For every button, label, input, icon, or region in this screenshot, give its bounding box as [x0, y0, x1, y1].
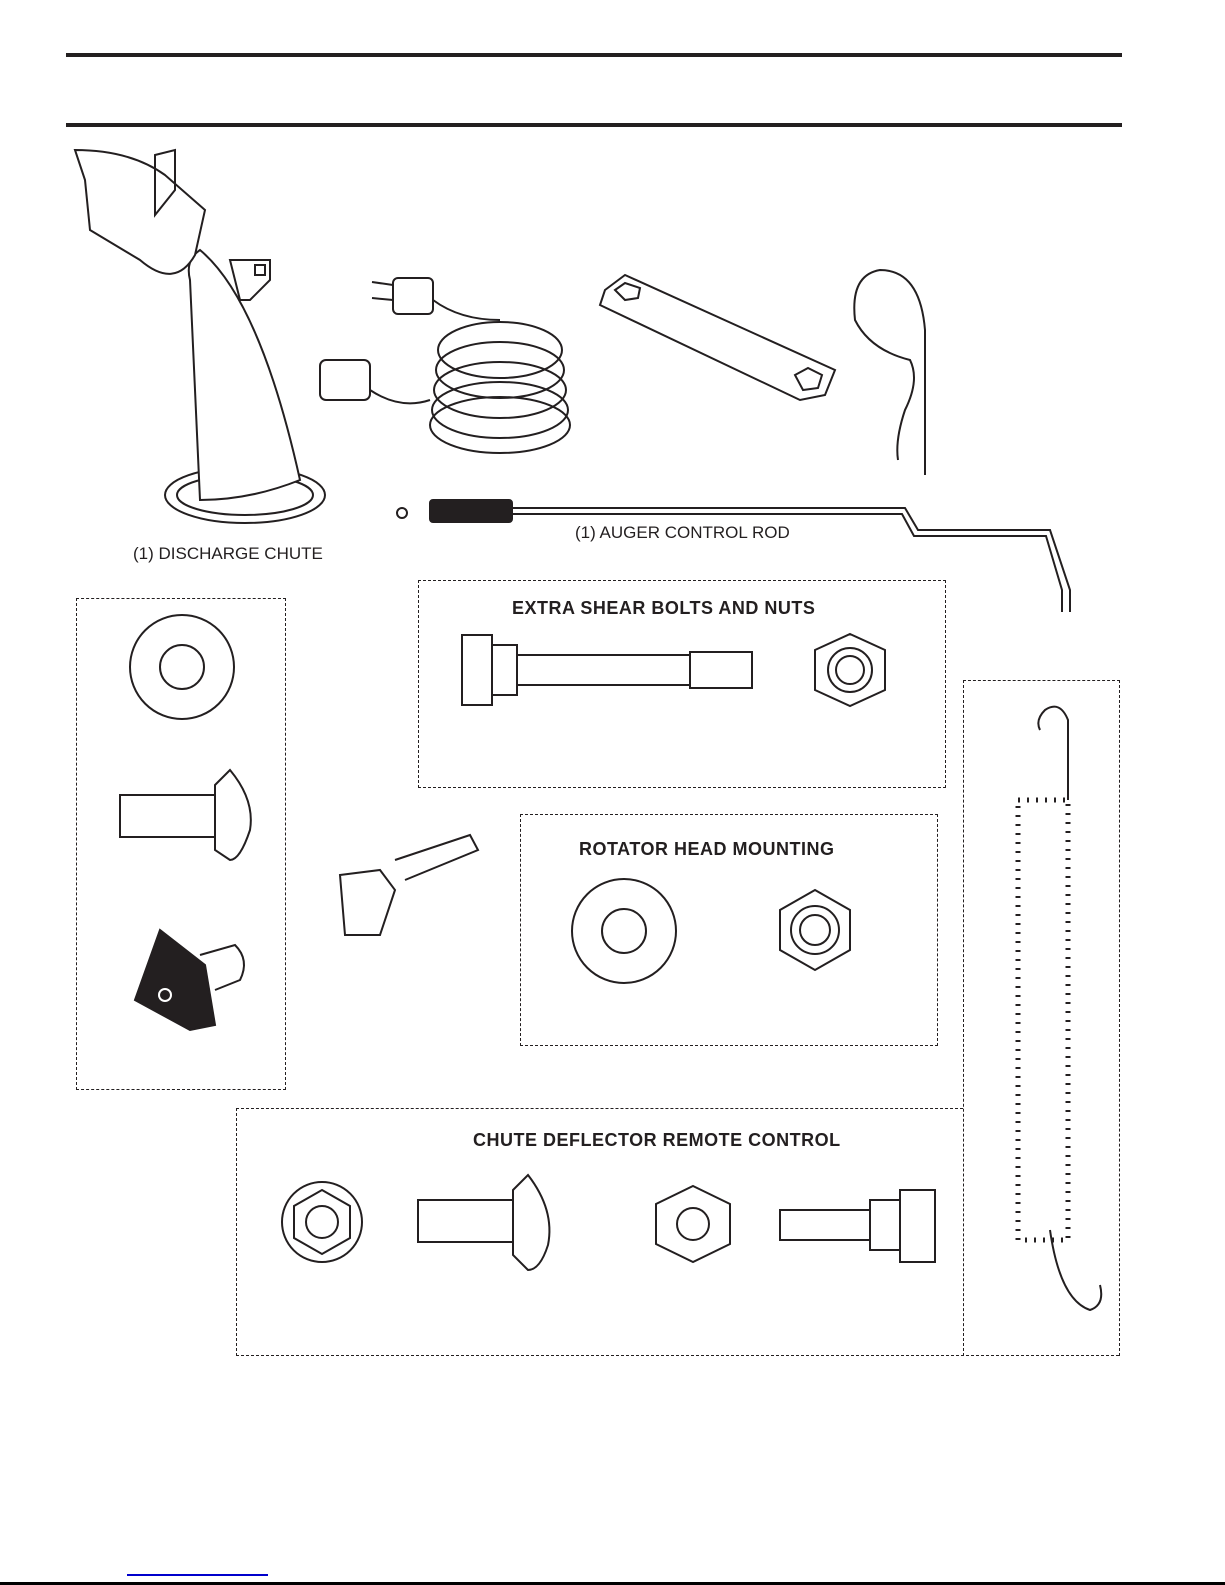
spring-group [963, 680, 1120, 1356]
wrench-drawing [598, 273, 837, 402]
chute-deflector-group [236, 1108, 1119, 1356]
footer-rule [0, 1582, 1225, 1585]
auger-control-rod-label: (1) AUGER CONTROL ROD [575, 523, 790, 542]
footer-link[interactable] [127, 1574, 268, 1576]
auger-control-rod-drawing [396, 499, 1071, 612]
extension-cord-drawing [319, 277, 571, 454]
shear-bolts-group [418, 580, 946, 788]
rotator-head-heading: ROTATOR HEAD MOUNTING [579, 839, 835, 859]
spring-drawing [1037, 705, 1103, 1312]
discharge-chute-drawing [73, 148, 326, 524]
hairpin-pin-drawing [853, 268, 926, 475]
header-rule-bottom [66, 123, 1122, 127]
left-hardware-group [76, 598, 286, 1090]
discharge-chute-label: (1) DISCHARGE CHUTE [133, 544, 323, 563]
header-rule-top [66, 53, 1122, 57]
upper-bracket-divider [236, 1108, 963, 1109]
rotator-head-group [520, 814, 938, 1046]
chute-deflector-heading: CHUTE DEFLECTOR REMOTE CONTROL [473, 1130, 841, 1150]
shear-bolts-heading: EXTRA SHEAR BOLTS AND NUTS [512, 598, 816, 618]
